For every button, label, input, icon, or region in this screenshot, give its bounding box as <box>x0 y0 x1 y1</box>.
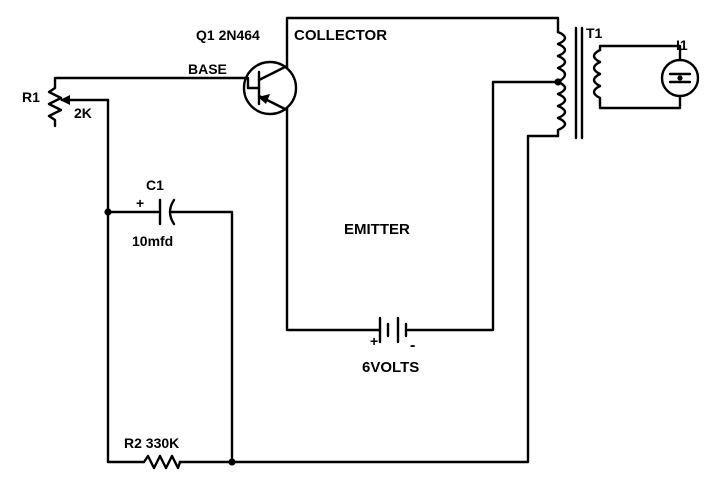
transformer-t1 <box>556 26 682 140</box>
t1-secondary <box>592 48 602 106</box>
junction-bottom <box>228 458 236 466</box>
wire-c1-right <box>170 210 234 464</box>
t1-to-lamp-top <box>598 44 682 62</box>
label-i1: I1 <box>676 37 688 53</box>
label-c1: C1 <box>146 177 164 193</box>
wires <box>53 16 560 464</box>
wire-wiper-left-rail <box>106 98 146 464</box>
label-q1: Q1 2N464 <box>196 27 260 43</box>
label-emitter: EMITTER <box>344 221 410 238</box>
t1-to-lamp-bottom <box>598 94 682 110</box>
label-r2: R2 330K <box>124 435 179 451</box>
junction-c1-left <box>104 208 112 216</box>
label-base: BASE <box>188 61 227 77</box>
emitter-arrow <box>258 94 270 104</box>
wire-emitter-to-battery <box>285 106 382 332</box>
label-battery-value: 6VOLTS <box>362 359 419 376</box>
wiper-arrowhead <box>60 95 70 105</box>
transistor-q1 <box>242 60 298 116</box>
r1-potentiometer <box>47 86 70 128</box>
label-battery-minus: - <box>410 337 415 354</box>
wire-transformer-to-bottom <box>178 134 560 464</box>
wire-r1-to-base <box>53 76 250 90</box>
resistor-r2 <box>142 454 182 470</box>
t1-primary <box>556 30 567 138</box>
label-collector: COLLECTOR <box>294 27 387 44</box>
collector-lead <box>257 64 289 82</box>
c1-plate-curved <box>168 198 176 226</box>
capacitor-c1 <box>158 198 176 226</box>
label-c1-value: 10mfd <box>132 233 173 249</box>
label-t1: T1 <box>586 25 603 41</box>
label-r1-value: 2K <box>74 105 92 121</box>
label-battery-plus: + <box>370 333 378 349</box>
label-r1: R1 <box>22 89 40 105</box>
label-c1-plus: + <box>136 195 144 211</box>
wire-collector <box>285 16 560 70</box>
lamp-i1 <box>660 58 700 98</box>
battery <box>378 316 408 344</box>
wire-battery-to-tap <box>406 80 560 332</box>
